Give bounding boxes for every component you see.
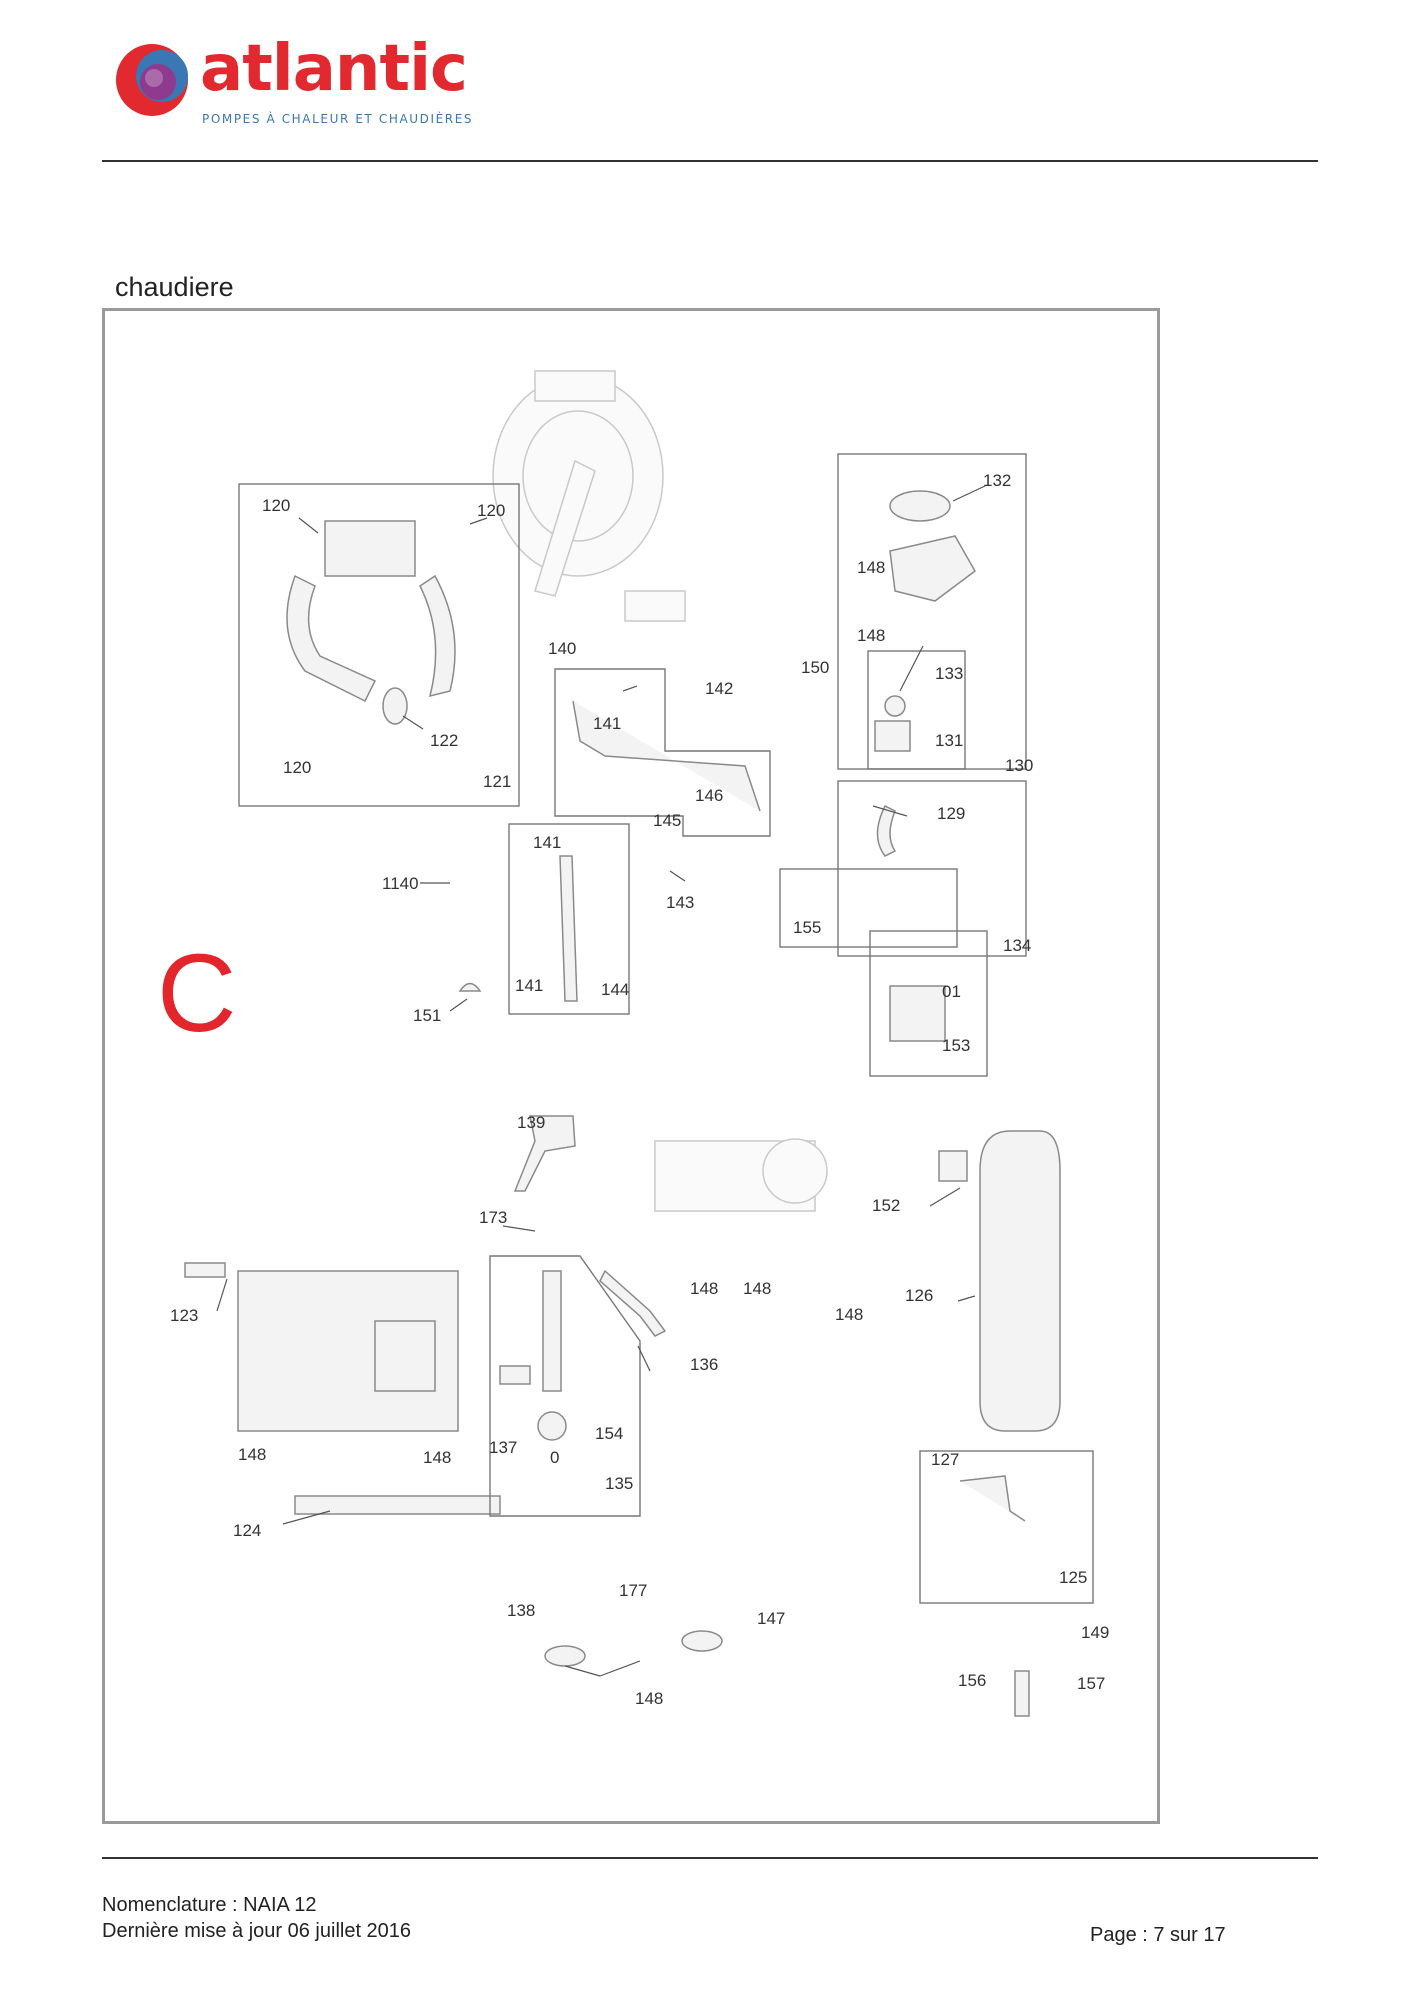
group-box-144 — [508, 823, 630, 1015]
callout-132: 132 — [983, 471, 1011, 490]
callout-129: 129 — [937, 804, 965, 823]
group-box-155 — [779, 868, 958, 948]
siphon-drawing — [499, 1270, 567, 1441]
callout-156: 156 — [958, 1671, 986, 1690]
atlantic-logo: atlantic POMPES À CHALEUR ET CHAUDIÈRES — [112, 32, 492, 138]
callout-148: 148 — [857, 558, 885, 577]
brand-name: atlantic — [200, 32, 468, 106]
callout-146: 146 — [695, 786, 723, 805]
heat-exchanger-drawing — [492, 370, 686, 622]
callout-141: 141 — [515, 976, 543, 995]
callout-0: 0 — [550, 1448, 559, 1467]
small-parts-drawing — [458, 982, 1030, 1717]
callout-127: 127 — [931, 1450, 959, 1469]
callout-151: 151 — [413, 1006, 441, 1025]
gas-valve-drawing — [876, 804, 946, 1042]
group-box-145 — [554, 668, 771, 837]
callout-140: 140 — [548, 639, 576, 658]
callout-149: 149 — [1081, 1623, 1109, 1642]
callout-134: 134 — [1003, 936, 1031, 955]
callout-121: 121 — [483, 772, 511, 791]
callout-144: 144 — [601, 980, 629, 999]
callout-1140: 1140 — [382, 874, 419, 893]
callout-148: 148 — [423, 1448, 451, 1467]
callout-148: 148 — [238, 1445, 266, 1464]
callout-148: 148 — [690, 1279, 718, 1298]
callout-148: 148 — [857, 626, 885, 645]
callout-150: 150 — [801, 658, 829, 677]
footer-divider — [102, 1857, 1318, 1859]
group-box-121 — [238, 483, 520, 807]
brand-tagline: POMPES À CHALEUR ET CHAUDIÈRES — [202, 112, 474, 126]
expansion-vessel-drawing — [979, 1130, 1061, 1432]
callout-135: 135 — [605, 1474, 633, 1493]
callout-137: 137 — [489, 1438, 517, 1457]
callout-148: 148 — [635, 1689, 663, 1708]
callout-153: 153 — [942, 1036, 970, 1055]
group-box-125 — [919, 1450, 1094, 1604]
callout-173: 173 — [479, 1208, 507, 1227]
pipe-145-drawing — [572, 700, 761, 812]
section-letter: C — [157, 932, 236, 1055]
callout-120: 120 — [283, 758, 311, 777]
callout-133: 133 — [935, 664, 963, 683]
callout-120: 120 — [262, 496, 290, 515]
section-title: chaudiere — [115, 272, 234, 302]
callout-01: 01 — [942, 982, 961, 1001]
callout-155: 155 — [793, 918, 821, 937]
callout-154: 154 — [595, 1424, 623, 1443]
callout-layer: 120 120 120 122 121 140 142 141 150 146 145 132 148 1… — [170, 471, 1109, 1708]
control-panel-drawing — [184, 1262, 501, 1515]
fan-assembly-drawing — [874, 490, 976, 752]
callout-122: 122 — [430, 731, 458, 750]
callout-124: 124 — [233, 1521, 261, 1540]
callout-157: 157 — [1077, 1674, 1105, 1693]
callout-131: 131 — [935, 731, 963, 750]
callout-148: 148 — [743, 1279, 771, 1298]
flue-pipe-drawing — [286, 520, 456, 725]
callout-139: 139 — [517, 1113, 545, 1132]
hydraulic-block-drawing — [654, 1138, 828, 1212]
callout-147: 147 — [757, 1609, 785, 1628]
exploded-diagram-frame: C — [102, 308, 1160, 1824]
callout-142: 142 — [705, 679, 733, 698]
pipe-125-drawing — [959, 1475, 1026, 1522]
callout-148: 148 — [835, 1305, 863, 1324]
group-box-135 — [489, 1255, 641, 1517]
group-box-131 — [867, 650, 966, 770]
callout-141: 141 — [593, 714, 621, 733]
page-number: Page : 7 sur 17 — [1090, 1924, 1226, 1946]
callout-125: 125 — [1059, 1568, 1087, 1587]
callout-143: 143 — [666, 893, 694, 912]
group-box-153 — [869, 930, 988, 1077]
callout-123: 123 — [170, 1306, 198, 1325]
callout-141: 141 — [533, 833, 561, 852]
header-divider — [102, 160, 1318, 162]
callout-177: 177 — [619, 1581, 647, 1600]
pipe-144-drawing — [559, 855, 578, 1002]
callout-120: 120 — [477, 501, 505, 520]
last-update-label: Dernière mise à jour 06 juillet 2016 — [102, 1920, 412, 1942]
callout-126: 126 — [905, 1286, 933, 1305]
atlantic-logo-mark-icon — [116, 44, 188, 116]
callout-136: 136 — [690, 1355, 718, 1374]
callout-152: 152 — [872, 1196, 900, 1215]
callout-138: 138 — [507, 1601, 535, 1620]
callout-145: 145 — [653, 811, 681, 830]
callout-130: 130 — [1005, 756, 1033, 775]
nomenclature-label: Nomenclature : NAIA 12 — [102, 1894, 317, 1916]
exploded-diagram: C — [157, 370, 1094, 1717]
leader-lines — [216, 485, 986, 1677]
